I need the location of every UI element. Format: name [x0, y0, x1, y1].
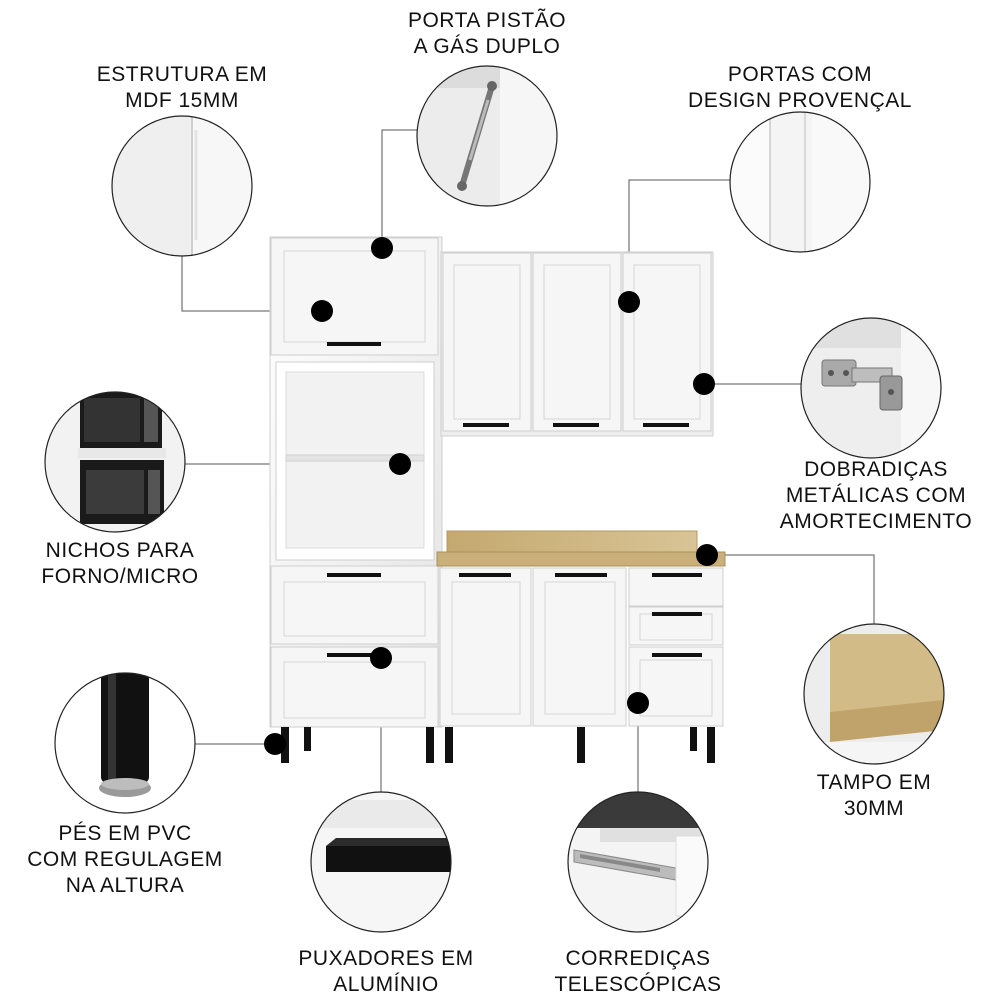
tower-top-door [270, 237, 439, 356]
tower-drawer-2-panel [283, 661, 426, 719]
label-line: 30MM [843, 797, 905, 820]
handle [652, 612, 702, 616]
label-provencal-doors: PORTAS COM DESIGN PROVENÇAL [680, 62, 920, 114]
handle [327, 573, 381, 577]
label-aluminum-handles: PUXADORES EM ALUMÍNIO [286, 946, 486, 998]
label-line: TAMPO EM [816, 771, 932, 794]
callout-dots [264, 237, 718, 755]
label-line: AMORTECIMENTO [779, 510, 973, 533]
niche-shelf [285, 454, 425, 462]
label-pvc-feet: PÉS EM PVC COM REGULAGEM NA ALTURA [15, 821, 235, 899]
label-line: CORREDIÇAS [565, 947, 711, 970]
label-line: TELESCÓPICAS [554, 973, 722, 996]
base-door-2 [532, 567, 627, 727]
label-line: ALUMÍNIO [333, 973, 439, 996]
callout-dot-feet [264, 733, 286, 755]
label-oven-niches: NICHOS PARA FORNO/MICRO [20, 538, 220, 590]
detail-telescopic-slides-image [567, 791, 709, 933]
label-countertop: TAMPO EM 30MM [774, 770, 974, 822]
callout-dot-mdf [311, 300, 333, 322]
callout-dot-hinges [693, 373, 715, 395]
label-gas-piston: PORTA PISTÃO A GÁS DUPLO [387, 8, 587, 60]
handle [652, 573, 702, 577]
label-line: A GÁS DUPLO [413, 35, 561, 58]
detail-provencal-doors-image [729, 111, 871, 253]
label-line: NICHOS PARA [45, 539, 195, 562]
base-drawer-3 [628, 646, 724, 727]
base-drawer-3-panel [639, 659, 713, 717]
cabinet-feet [281, 727, 715, 763]
callout-line-piston [381, 129, 417, 248]
tower-drawer-1 [270, 565, 439, 645]
upper-door-3-panel [633, 264, 701, 420]
detail-metal-hinges-image [800, 317, 942, 459]
base-door-1 [439, 567, 532, 727]
label-line: ESTRUTURA EM [96, 63, 268, 86]
handle [463, 423, 509, 427]
label-telescopic-slides: CORREDIÇAS TELESCÓPICAS [538, 946, 738, 998]
label-line: DESIGN PROVENÇAL [688, 89, 912, 112]
callout-dot-provencal [618, 291, 640, 313]
detail-aluminum-handles-image [310, 791, 452, 933]
callout-dot-slides [627, 692, 649, 714]
label-line: DOBRADIÇAS [804, 458, 948, 481]
detail-mdf-structure-image [111, 115, 253, 257]
label-line: PORTAS COM [727, 63, 873, 86]
upper-door-1-panel [453, 264, 521, 420]
label-line: NA ALTURA [65, 874, 185, 897]
handle [327, 653, 381, 657]
upper-door-3 [622, 252, 712, 432]
handle [652, 653, 702, 657]
callout-dot-piston [371, 237, 393, 259]
handle [555, 573, 607, 577]
label-line: METÁLICAS COM [785, 484, 967, 507]
label-line: FORNO/MICRO [41, 565, 199, 588]
handle [327, 342, 381, 346]
upper-door-2-panel [543, 264, 611, 420]
tower-drawer-2 [270, 646, 439, 728]
label-mdf-structure: ESTRUTURA EM MDF 15MM [82, 62, 282, 114]
countertop [436, 551, 726, 567]
label-line: COM REGULAGEM [27, 848, 223, 871]
upper-door-2 [532, 252, 622, 432]
tower-drawer-1-panel [283, 581, 426, 637]
handle [553, 423, 599, 427]
label-line: PÉS EM PVC [58, 822, 192, 845]
detail-gas-piston-image [416, 65, 558, 207]
label-line: MDF 15MM [125, 89, 239, 112]
handle [459, 573, 511, 577]
label-metal-hinges: DOBRADIÇAS METÁLICAS COM AMORTECIMENTO [776, 457, 976, 535]
detail-countertop-image [803, 623, 945, 765]
detail-pvc-feet-image [54, 672, 196, 814]
countertop-backsplash [446, 530, 698, 553]
base-door-1-panel [451, 581, 521, 715]
callout-line-countertop [707, 554, 875, 624]
label-line: PUXADORES EM [298, 947, 474, 970]
upper-door-1 [442, 252, 532, 432]
callout-dot-niches [389, 453, 411, 475]
detail-oven-niches-image [44, 391, 186, 533]
callout-dot-handles [370, 647, 392, 669]
kitchen-cabinet-set [269, 236, 726, 763]
base-door-2-panel [544, 581, 616, 715]
label-line: PORTA PISTÃO [407, 9, 567, 32]
callout-dot-countertop [696, 544, 718, 566]
handle [643, 423, 689, 427]
